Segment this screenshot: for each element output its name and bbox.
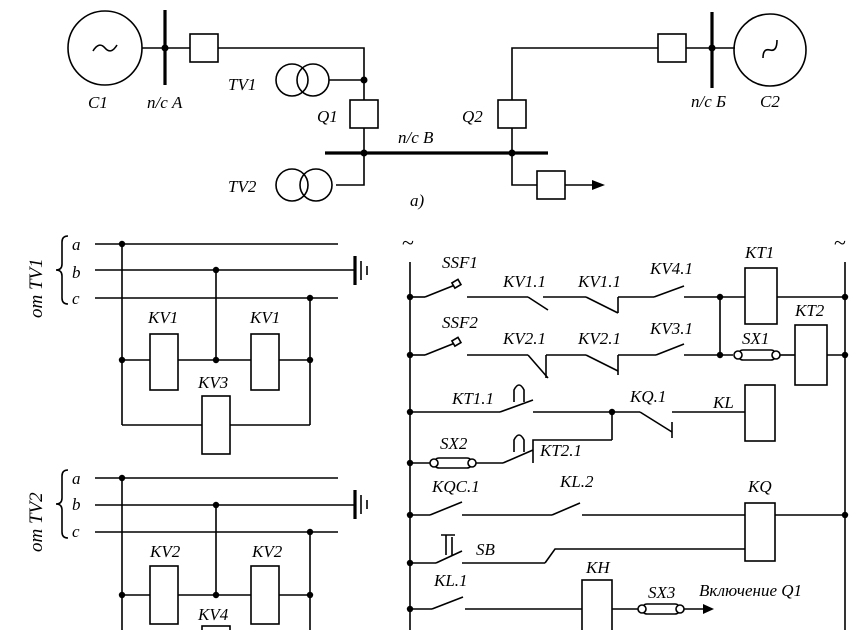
kv2-label-a: KV2 [149,542,181,561]
kv31-label: KV3.1 [649,319,693,338]
sb-label: SB [476,540,496,559]
pushbutton-icon [441,534,455,555]
kl1-label: KL.1 [433,571,468,590]
voltage-relays-tv1: от TV1 a b c KV1 KV1 KV3 [26,235,368,455]
arrow-icon [703,604,714,614]
from-tv2-label: от TV2 [26,492,47,552]
kq-label: KQ [747,477,772,496]
kv1-label-a: KV1 [147,308,178,327]
relay-kq [744,502,776,562]
breaker-b [657,33,687,63]
kv4-label: KV4 [197,605,229,624]
phase-a-label: a [72,235,81,254]
bus-b-label: п/с Б [691,92,726,111]
time-delay-icon [513,384,525,402]
time-delay-icon [513,434,525,452]
one-line-diagram: С1 п/с А TV1 Q1 п/с В TV2 Q2 п/с Б С2 а) [67,10,807,210]
breaker-q1 [349,99,379,129]
ssf1-latch [450,278,463,290]
kl-label: KL [712,393,734,412]
kt1-label: KT1 [744,243,774,262]
tilde-right: ~ [834,230,846,255]
relay-kt1 [744,267,778,325]
voltage-relays-tv2: от TV2 a b c KV2 KV2 KV4 [26,469,368,630]
kv11-label-b: KV1.1 [577,272,621,291]
brace-icon [55,469,69,539]
kv11-label-a: KV1.1 [502,272,546,291]
phase-b-label: b [72,263,81,282]
tv1-label: TV1 [228,75,256,94]
kv1-label-b: KV1 [249,308,280,327]
bus-a-label: п/с А [147,93,183,112]
relay-kt2 [794,324,828,386]
phase-a-label: a [72,469,81,488]
relay-kh [581,579,613,630]
bus-v-label: п/с В [398,128,434,147]
sx3-label: SX3 [648,583,675,602]
sx2-label: SX2 [440,434,468,453]
breaker-q2 [497,99,527,129]
from-tv1-label: от TV1 [26,258,47,318]
tv2-symbol [275,168,309,202]
brace-icon [55,235,69,305]
tv1-symbol [275,63,309,97]
q2-label: Q2 [462,107,483,126]
kv21-label-a: KV2.1 [502,329,546,348]
sine-icon [92,44,118,52]
q1-label: Q1 [317,107,338,126]
generator-c2-symbol [733,13,807,87]
ssf1-label: SSF1 [442,253,478,272]
sx1-link-icon [737,349,777,361]
gen-c2-label: С2 [760,92,780,111]
kv41-label: KV4.1 [649,259,693,278]
kt2-label: KT2 [794,301,825,320]
relay-kv2-b [250,565,280,625]
sx3-link-icon [641,603,681,615]
tilde-left: ~ [402,230,414,255]
load-box [536,170,566,200]
ssf2-label: SSF2 [442,313,478,332]
relay-kv4 [201,625,231,630]
relay-kv1-b [250,333,280,391]
sx1-label: SX1 [742,329,769,348]
gen-c1-label: С1 [88,93,108,112]
phase-c-label: c [72,289,80,308]
kq1-label: KQ.1 [629,387,666,406]
kqc1-label: KQC.1 [431,477,480,496]
kt21-label: KT2.1 [539,441,582,460]
phase-c-label: c [72,522,80,541]
phase-b-label: b [72,495,81,514]
relay-kv2-a [149,565,179,625]
kv2-label-b: KV2 [251,542,283,561]
tv2-label: TV2 [228,177,257,196]
sine-icon [762,39,778,59]
breaker-a [189,33,219,63]
enable-q1-label: Включение Q1 [699,581,802,600]
kh-label: KH [585,558,611,577]
kt11-label: KT1.1 [451,389,494,408]
kl2-label: KL.2 [559,472,594,491]
relay-kv1-a [149,333,179,391]
relay-kl [744,384,776,442]
caption-a: а) [410,191,425,210]
relay-kv3 [201,395,231,455]
kv3-label: KV3 [197,373,228,392]
control-circuit: ~ ~ SSF1 KV1.1 KV1.1 KV4.1 KT1 [402,230,849,630]
kv21-label-b: KV2.1 [577,329,621,348]
arrow-icon [592,180,605,190]
ssf2-latch [450,336,463,348]
sx2-link-icon [433,457,473,469]
